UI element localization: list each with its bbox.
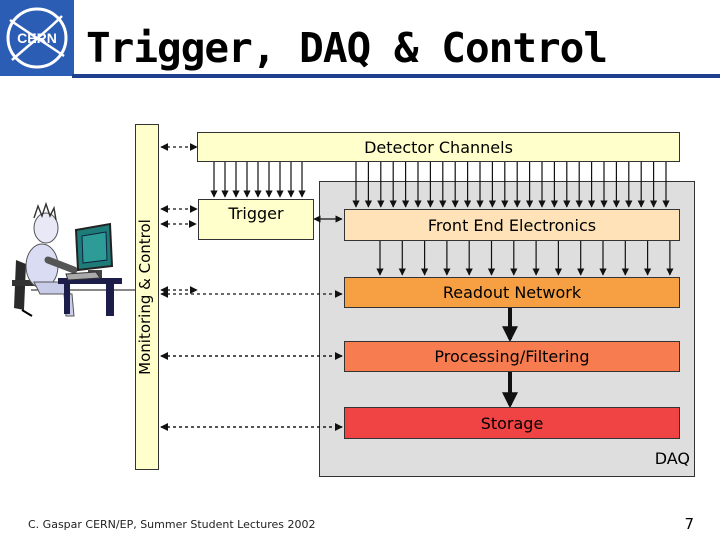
- slide-title: Trigger, DAQ & Control: [86, 24, 608, 72]
- operator-at-computer-icon: [12, 201, 122, 317]
- detector-channels-label: Detector Channels: [364, 137, 513, 157]
- trigger-box: Trigger: [198, 199, 314, 240]
- title-underline: [72, 74, 720, 78]
- storage-label: Storage: [480, 413, 544, 433]
- detector-channels-box: Detector Channels: [197, 132, 680, 162]
- monitoring-control-label: Monitoring & Control: [136, 219, 154, 375]
- cern-logo-icon: CERN: [0, 0, 74, 76]
- footer-credit: C. Gaspar CERN/EP, Summer Student Lectur…: [28, 518, 316, 531]
- readout-label: Readout Network: [442, 283, 582, 302]
- readout-network-box: Readout Network: [344, 277, 680, 308]
- page-number: 7: [684, 515, 694, 533]
- front-end-label: Front End Electronics: [427, 215, 597, 235]
- monitoring-control-bar: [135, 124, 159, 470]
- processing-filtering-box: Processing/Filtering: [344, 341, 680, 372]
- trigger-label: Trigger: [228, 204, 284, 223]
- daq-label: DAQ: [654, 449, 690, 468]
- front-end-electronics-box: Front End Electronics: [344, 209, 680, 241]
- storage-box: Storage: [344, 407, 680, 439]
- logo-text: CERN: [17, 30, 57, 46]
- processing-label: Processing/Filtering: [434, 347, 590, 366]
